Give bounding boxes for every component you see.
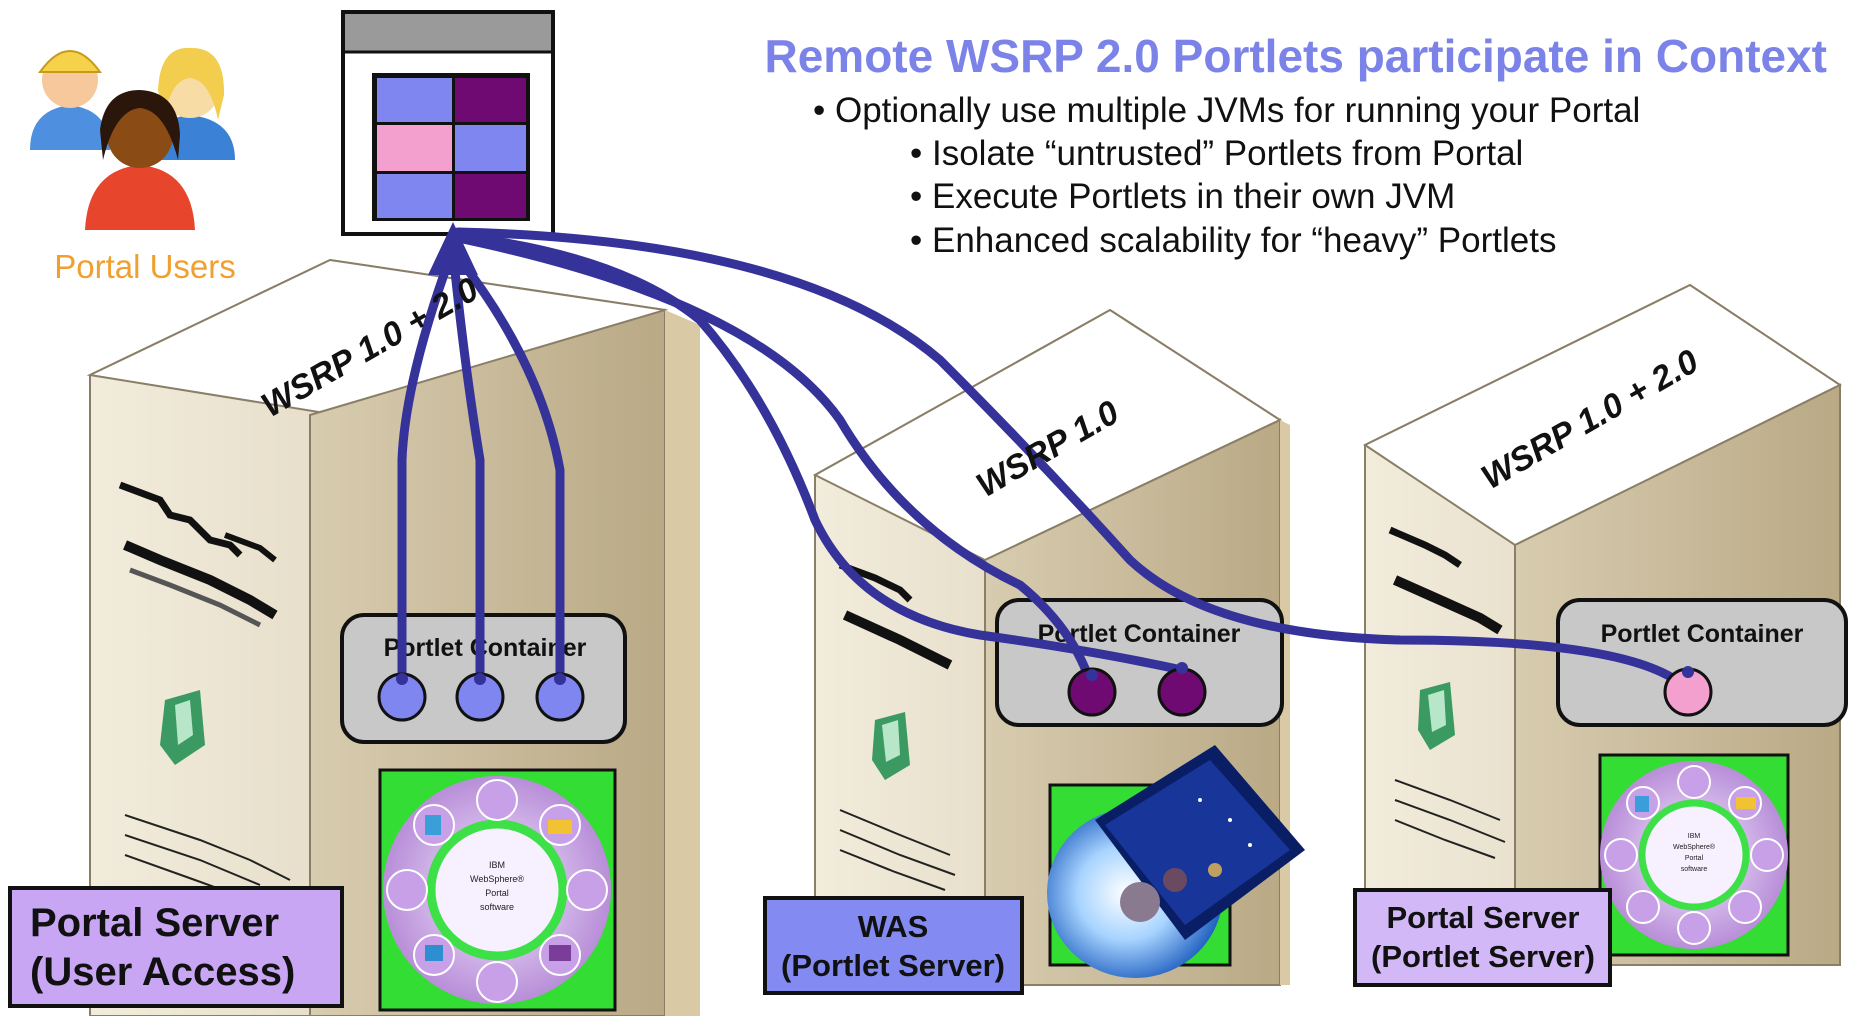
server-label-left: Portal Server (User Access) [8, 886, 344, 1008]
portlet-tile [377, 78, 452, 122]
connection-line [397, 247, 457, 695]
wsrp-connections [397, 227, 1693, 695]
app-icon [566, 869, 608, 911]
bullet-1: • Optionally use multiple JVMs for runni… [813, 91, 1640, 130]
app-icon [1626, 890, 1660, 924]
connection-line [453, 227, 1693, 695]
portal-users-label: Portal Users [54, 248, 236, 285]
server-label-line2: (Portlet Server) [1371, 939, 1595, 974]
portal-page-window [341, 10, 555, 236]
server-label-line2: (Portlet Server) [781, 948, 1005, 983]
app-icon [1677, 765, 1711, 799]
bullet-3: • Execute Portlets in their own JVM [910, 177, 1455, 216]
portal-users-icon [30, 47, 235, 230]
portlet-tile [455, 125, 526, 171]
logo-text: IBM [1688, 833, 1701, 840]
portlet-container-label: Portlet Container [1601, 620, 1804, 648]
slide-title: Remote WSRP 2.0 Portlets participate in … [765, 30, 1828, 82]
app-icon [1677, 911, 1711, 945]
was-globe-graphic [1047, 745, 1305, 978]
app-icon [1604, 838, 1638, 872]
portlet-tile [377, 174, 452, 218]
server-label-line1: WAS [858, 909, 929, 944]
logo-text: Portal [485, 888, 509, 898]
app-icon [476, 779, 518, 821]
server-label-line2: (User Access) [30, 950, 295, 994]
portlet-tile [455, 78, 526, 122]
arrow-head-icon [428, 222, 478, 275]
app-icon [386, 869, 428, 911]
connection-line [453, 231, 1187, 675]
connection-line [448, 247, 485, 695]
portlet-container-label: Portlet Container [384, 634, 587, 662]
portlet-tile [455, 174, 526, 218]
portlet-dot [1157, 667, 1207, 717]
server-label-line1: Portal Server [30, 901, 279, 945]
app-icon [1728, 890, 1762, 924]
bullet-4: • Enhanced scalability for “heavy” Portl… [910, 221, 1556, 260]
app-icon [476, 961, 518, 1003]
portlets-middle [1067, 667, 1207, 717]
websphere-portal-logo-right: IBM WebSphere® Portal software [1598, 753, 1790, 957]
bullet-2: • Isolate “untrusted” Portlets from Port… [910, 134, 1523, 173]
websphere-portal-logo-left: IBM WebSphere® Portal software [378, 768, 617, 1012]
portlet-container-right: Portlet Container [1556, 598, 1848, 727]
portlets-left [377, 672, 585, 722]
logo-text: WebSphere® [1673, 843, 1716, 851]
logo-text: software [1681, 866, 1708, 873]
server-label-line1: Portal Server [1387, 900, 1580, 935]
logo-text: Portal [1685, 855, 1704, 862]
logo-text: IBM [489, 860, 505, 870]
portlet-tile [377, 125, 452, 171]
app-icon [1750, 838, 1784, 872]
server-label-middle: WAS (Portlet Server) [763, 896, 1024, 995]
server-label-right: Portal Server (Portlet Server) [1353, 888, 1612, 987]
logo-text: WebSphere® [470, 874, 524, 884]
connection-line [449, 247, 565, 695]
logo-text: software [480, 902, 514, 912]
